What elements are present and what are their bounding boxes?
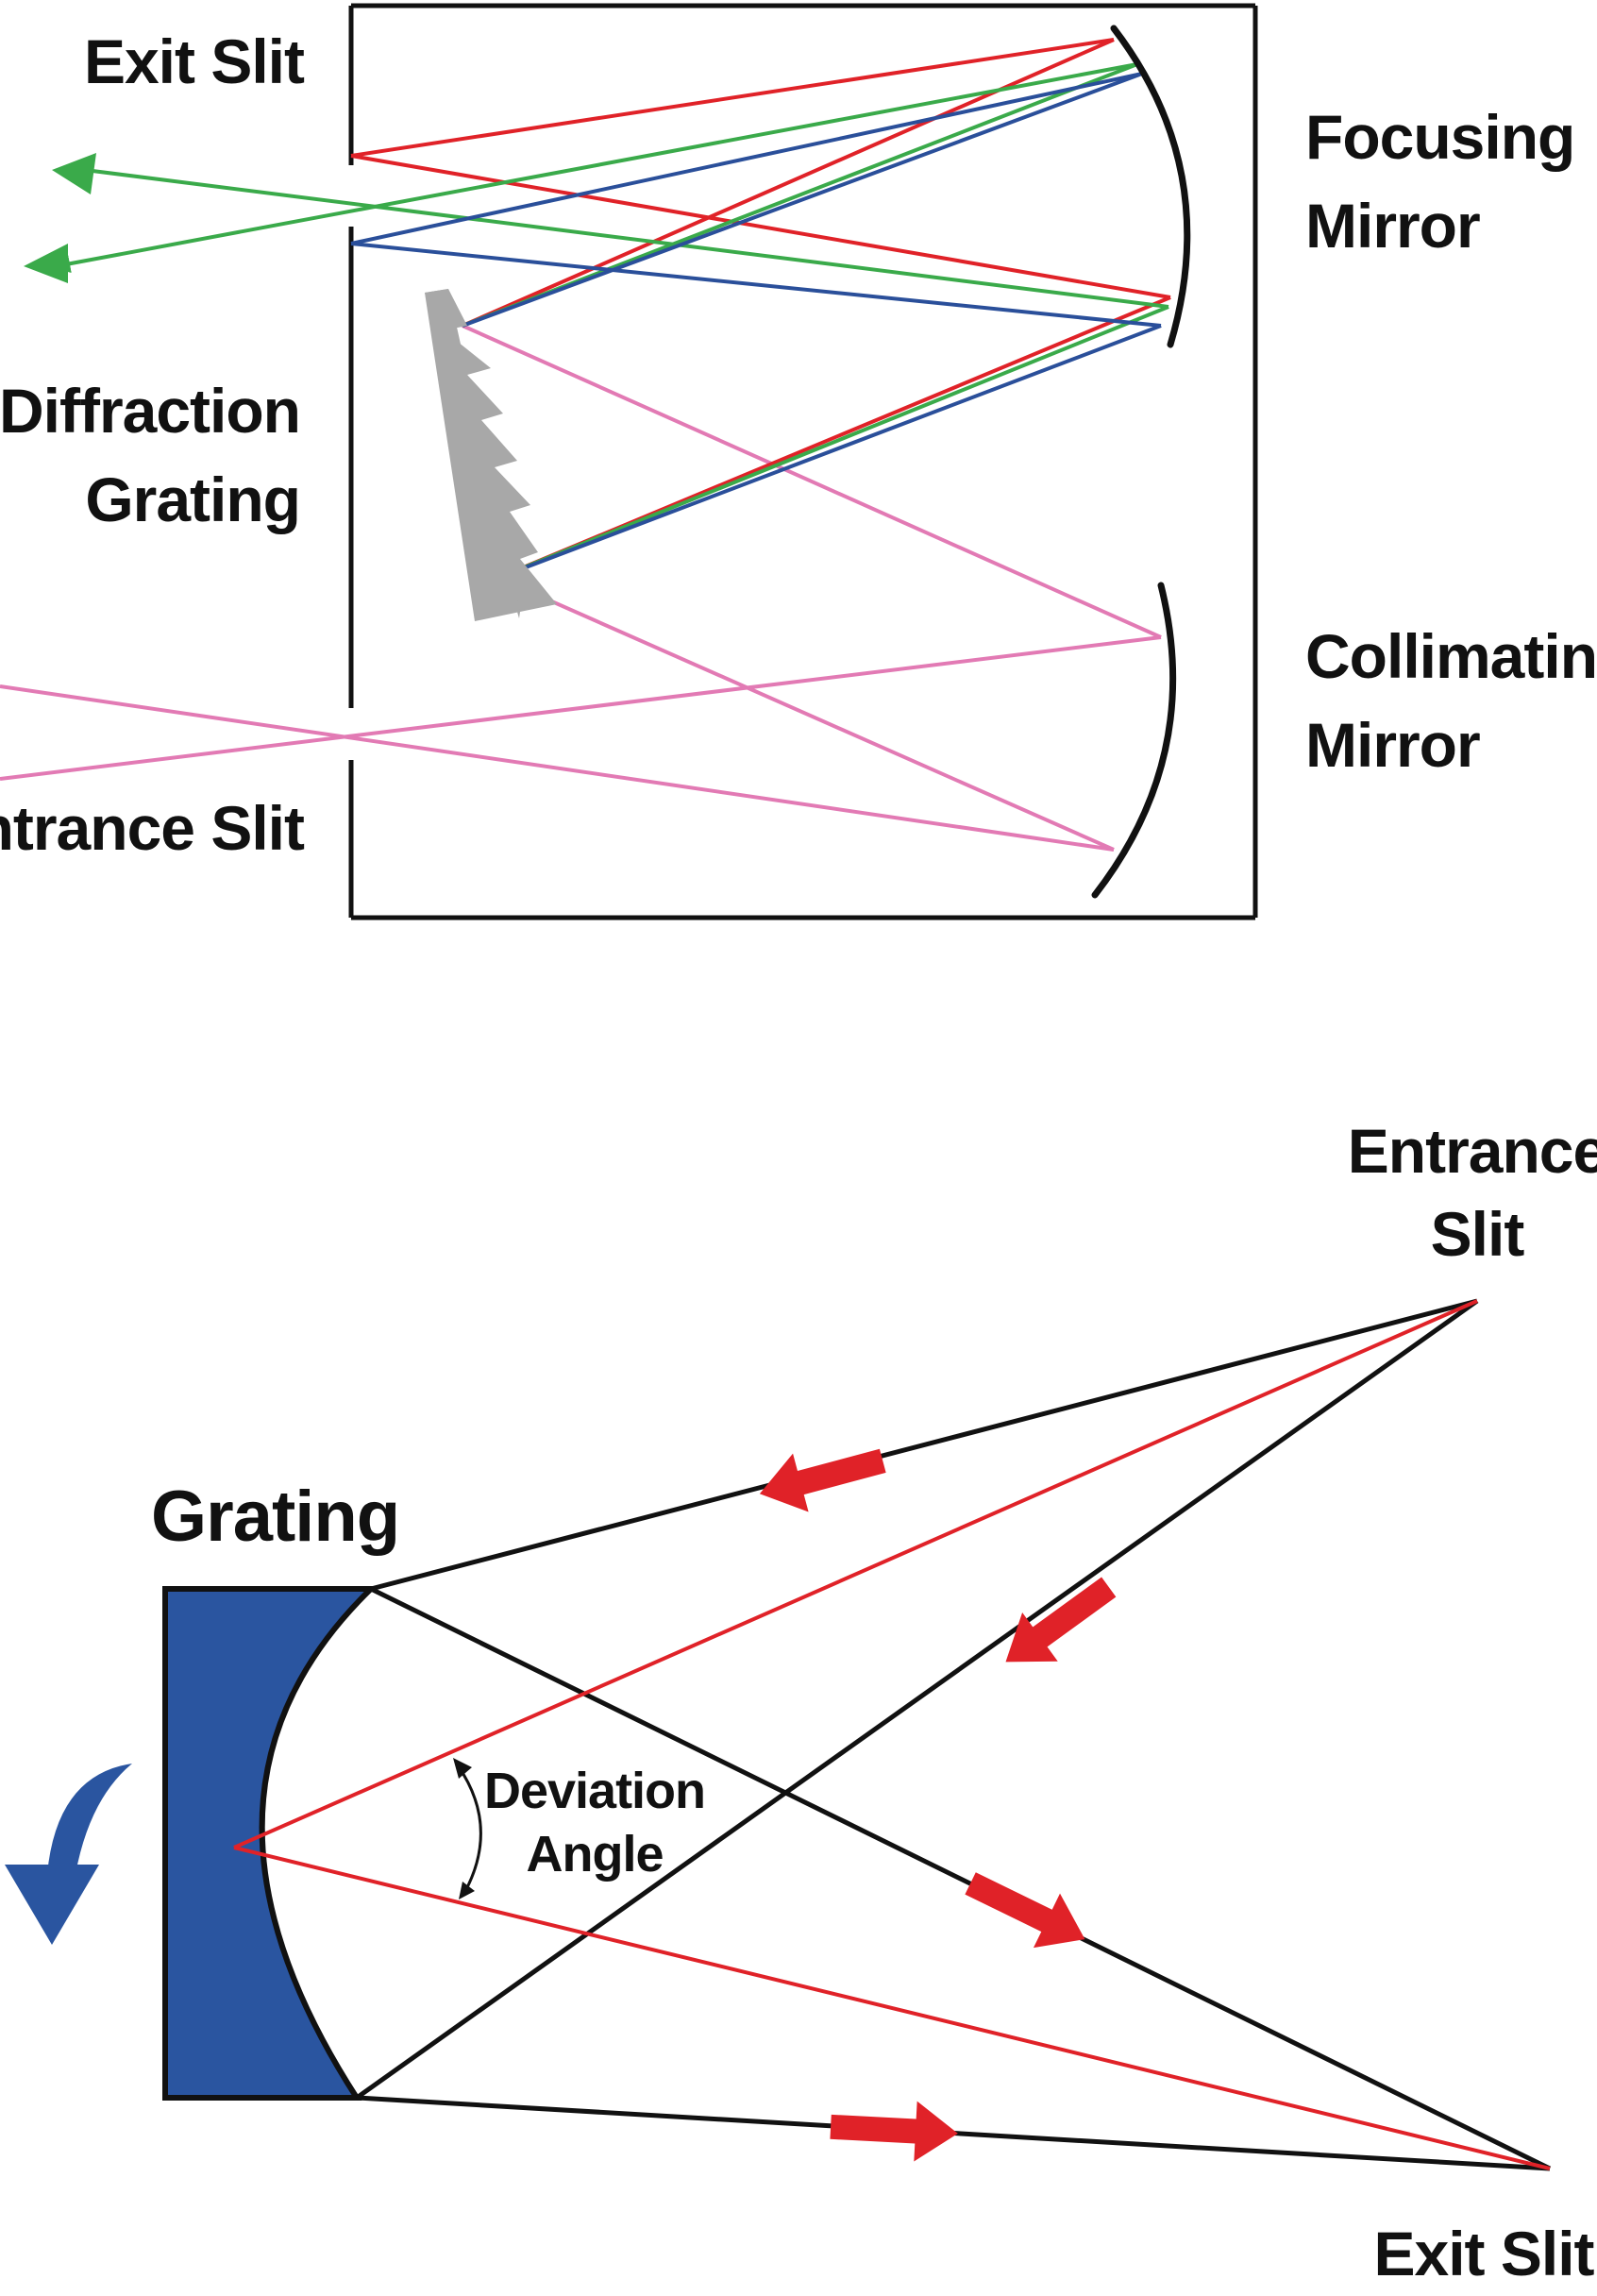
entrance-slit-label: Entrance Slit bbox=[0, 793, 305, 863]
deviation-angle-label-1: Deviation bbox=[484, 1763, 705, 1819]
input-light-rays bbox=[0, 324, 1162, 852]
exit-slit-label: Exit Slit bbox=[84, 26, 305, 96]
entrance-slit-label-2: Slit bbox=[1431, 1199, 1525, 1269]
red-arrow-icon bbox=[830, 2101, 958, 2162]
grating-label: Grating bbox=[151, 1477, 399, 1557]
red-arrow-icon bbox=[1005, 1577, 1117, 1663]
collimating-mirror bbox=[1091, 582, 1177, 899]
spectrometer-housing bbox=[348, 3, 1258, 920]
diffraction-grating-label-1: Diffraction bbox=[0, 376, 300, 446]
green-arrow-icon bbox=[52, 153, 96, 194]
focusing-mirror-label-1: Focusing bbox=[1305, 102, 1574, 172]
green-arrow-icon bbox=[24, 244, 68, 283]
bottom-diagram: Entrance Slit Grating Deviation Angle Ex… bbox=[5, 1116, 1597, 2288]
entrance-slit-label-1: Entrance bbox=[1348, 1116, 1597, 1186]
collimating-mirror-label-1: Collimating bbox=[1305, 621, 1597, 691]
deviation-angle-arc bbox=[456, 1764, 482, 1894]
collimating-mirror-label-2: Mirror bbox=[1305, 710, 1480, 780]
angle-arrow-icon bbox=[459, 1882, 475, 1899]
concave-grating bbox=[162, 1586, 378, 2101]
blue-wavelength-rays bbox=[350, 72, 1162, 580]
diffraction-grating-body bbox=[425, 289, 520, 621]
beam-envelope-lines bbox=[355, 1298, 1552, 2171]
direction-arrows bbox=[759, 1448, 1117, 2162]
green-wavelength-rays bbox=[51, 62, 1169, 580]
angle-arrow-icon bbox=[453, 1758, 472, 1779]
deviation-angle-label-2: Angle bbox=[526, 1826, 663, 1882]
exit-slit-label-bottom: Exit Slit bbox=[1373, 2219, 1594, 2288]
red-arrow-icon bbox=[759, 1448, 886, 1512]
central-ray-lines bbox=[233, 1299, 1551, 2170]
diffraction-grating-label-2: Grating bbox=[85, 464, 300, 534]
rotation-arrow-icon bbox=[5, 1764, 132, 1945]
exit-arrow-heads bbox=[24, 153, 96, 283]
top-diagram: Exit Slit Focusing Mirror Diffraction Gr… bbox=[0, 3, 1597, 920]
focusing-mirror-label-2: Mirror bbox=[1305, 191, 1480, 261]
focusing-mirror bbox=[1110, 25, 1191, 348]
red-arrow-icon bbox=[965, 1872, 1085, 1949]
